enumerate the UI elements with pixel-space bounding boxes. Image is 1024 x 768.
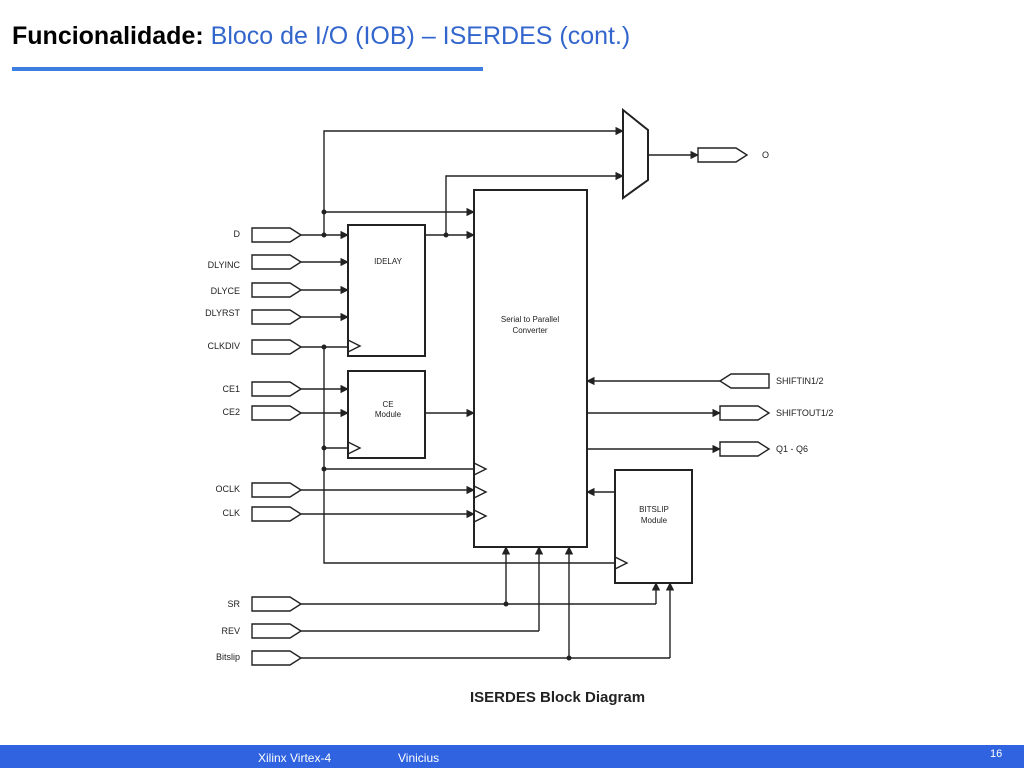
- pin-label-bitslip: Bitslip: [216, 652, 240, 662]
- footer-left-text: Xilinx Virtex-4: [258, 751, 332, 765]
- pin-label-dlyinc: DLYINC: [208, 260, 241, 270]
- ce-module-label-2: Module: [375, 410, 402, 419]
- pin-shape-o: [697, 147, 749, 163]
- pin-shape-shiftin: [718, 373, 770, 389]
- pin-shape-bitslip: [251, 650, 303, 666]
- pin-label-q1-q6: Q1 - Q6: [776, 444, 808, 454]
- pin-label-sr: SR: [227, 599, 240, 609]
- pin-shape-dlyinc: [251, 254, 303, 270]
- bitslip-label-2: Module: [641, 516, 668, 525]
- output-mux: [622, 107, 649, 200]
- iserdes-block-diagram: D DLYINC DLYCE DLYRST CLKDIV CE1 CE2 OCL…: [205, 107, 833, 706]
- serial-parallel-label-2: Converter: [512, 326, 547, 335]
- serial-parallel-block: [473, 189, 588, 548]
- pin-label-clk: CLK: [222, 508, 240, 518]
- pin-shape-clkdiv: [251, 339, 303, 355]
- title-underline: [12, 67, 483, 71]
- slide-title: Funcionalidade: Bloco de I/O (IOB) – ISE…: [12, 22, 630, 51]
- page-number: 16: [990, 748, 1003, 760]
- pin-label-dlyrst: DLYRST: [205, 308, 240, 318]
- pin-label-clkdiv: CLKDIV: [207, 341, 240, 351]
- pin-label-d: D: [234, 229, 241, 239]
- pin-label-ce1: CE1: [222, 384, 240, 394]
- pin-shape-clk: [251, 506, 303, 522]
- footer-bar: Xilinx Virtex-4 Vinicius 16: [0, 745, 1024, 768]
- pin-shape-sr: [251, 596, 303, 612]
- pin-shape-q1-q6: [719, 441, 771, 457]
- diagram-caption: ISERDES Block Diagram: [470, 689, 645, 706]
- ce-module-label-1: CE: [382, 400, 393, 409]
- pin-label-rev: REV: [221, 626, 240, 636]
- slide-title-rest: Bloco de I/O (IOB) – ISERDES (cont.): [210, 22, 631, 50]
- pin-shape-d: [251, 227, 303, 243]
- pin-label-oclk: OCLK: [215, 484, 240, 494]
- pin-shape-dlyrst: [251, 309, 303, 325]
- slide-title-lead: Funcionalidade:: [12, 22, 204, 50]
- bitslip-module-block: [614, 469, 693, 584]
- pin-shape-rev: [251, 623, 303, 639]
- pin-shape-dlyce: [251, 282, 303, 298]
- pin-label-shiftin: SHIFTIN1/2: [776, 376, 824, 386]
- pin-label-ce2: CE2: [222, 407, 240, 417]
- pin-shape-oclk: [251, 482, 303, 498]
- idelay-label: IDELAY: [374, 257, 403, 266]
- pin-shape-ce1: [251, 381, 303, 397]
- idelay-block: [347, 224, 426, 357]
- serial-parallel-label-1: Serial to Parallel: [501, 315, 559, 324]
- pin-shape-ce2: [251, 405, 303, 421]
- bitslip-label-1: BITSLIP: [639, 505, 669, 514]
- pin-shape-shiftout: [719, 405, 771, 421]
- pin-label-o: O: [762, 150, 769, 160]
- pin-label-dlyce: DLYCE: [211, 286, 240, 296]
- footer-author: Vinicius: [398, 751, 440, 765]
- pin-label-shiftout: SHIFTOUT1/2: [776, 408, 833, 418]
